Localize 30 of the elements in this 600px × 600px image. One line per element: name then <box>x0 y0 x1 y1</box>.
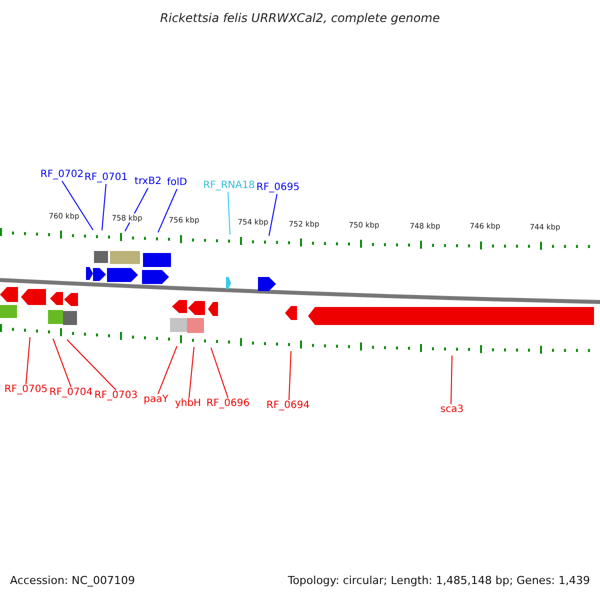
accession-note: Accession: NC_007109 <box>10 575 136 587</box>
gene-label: RF_0704 <box>49 387 93 399</box>
genome-stats-note: Topology: circular; Length: 1,485,148 bp; Genes: 1,439 <box>288 575 590 587</box>
gene-label: trxB2 <box>134 176 162 188</box>
leader-line <box>288 350 292 400</box>
leader-line <box>450 355 452 404</box>
leader-line <box>158 188 178 233</box>
leader-line <box>188 346 194 398</box>
leader-line <box>62 180 94 230</box>
leader-line <box>158 346 178 394</box>
leader-line <box>66 339 116 390</box>
gene-label: sca3 <box>440 404 464 416</box>
gene-label: RF_0705 <box>4 384 48 396</box>
gene-label: paaY <box>144 394 168 406</box>
gene-label: RF_0694 <box>266 400 310 412</box>
leader-line <box>52 338 72 388</box>
leader-line <box>26 336 30 384</box>
gene-label: RF_RNA18 <box>203 180 255 192</box>
gene-label: RF_0701 <box>84 172 128 184</box>
leader-line <box>228 192 230 236</box>
gene-label: RF_0695 <box>256 182 300 194</box>
gene-label: RF_0702 <box>40 169 84 181</box>
leader-line <box>102 184 106 231</box>
gene-label: RF_0703 <box>94 390 138 402</box>
gene-label: yhbH <box>174 398 202 410</box>
title: Rickettsia felis URRWXCal2, complete genome <box>160 12 440 24</box>
leader-line <box>210 347 228 398</box>
gene-label: RF_0696 <box>206 398 250 410</box>
gene-label: folD <box>166 177 188 189</box>
leader-line <box>268 194 278 236</box>
